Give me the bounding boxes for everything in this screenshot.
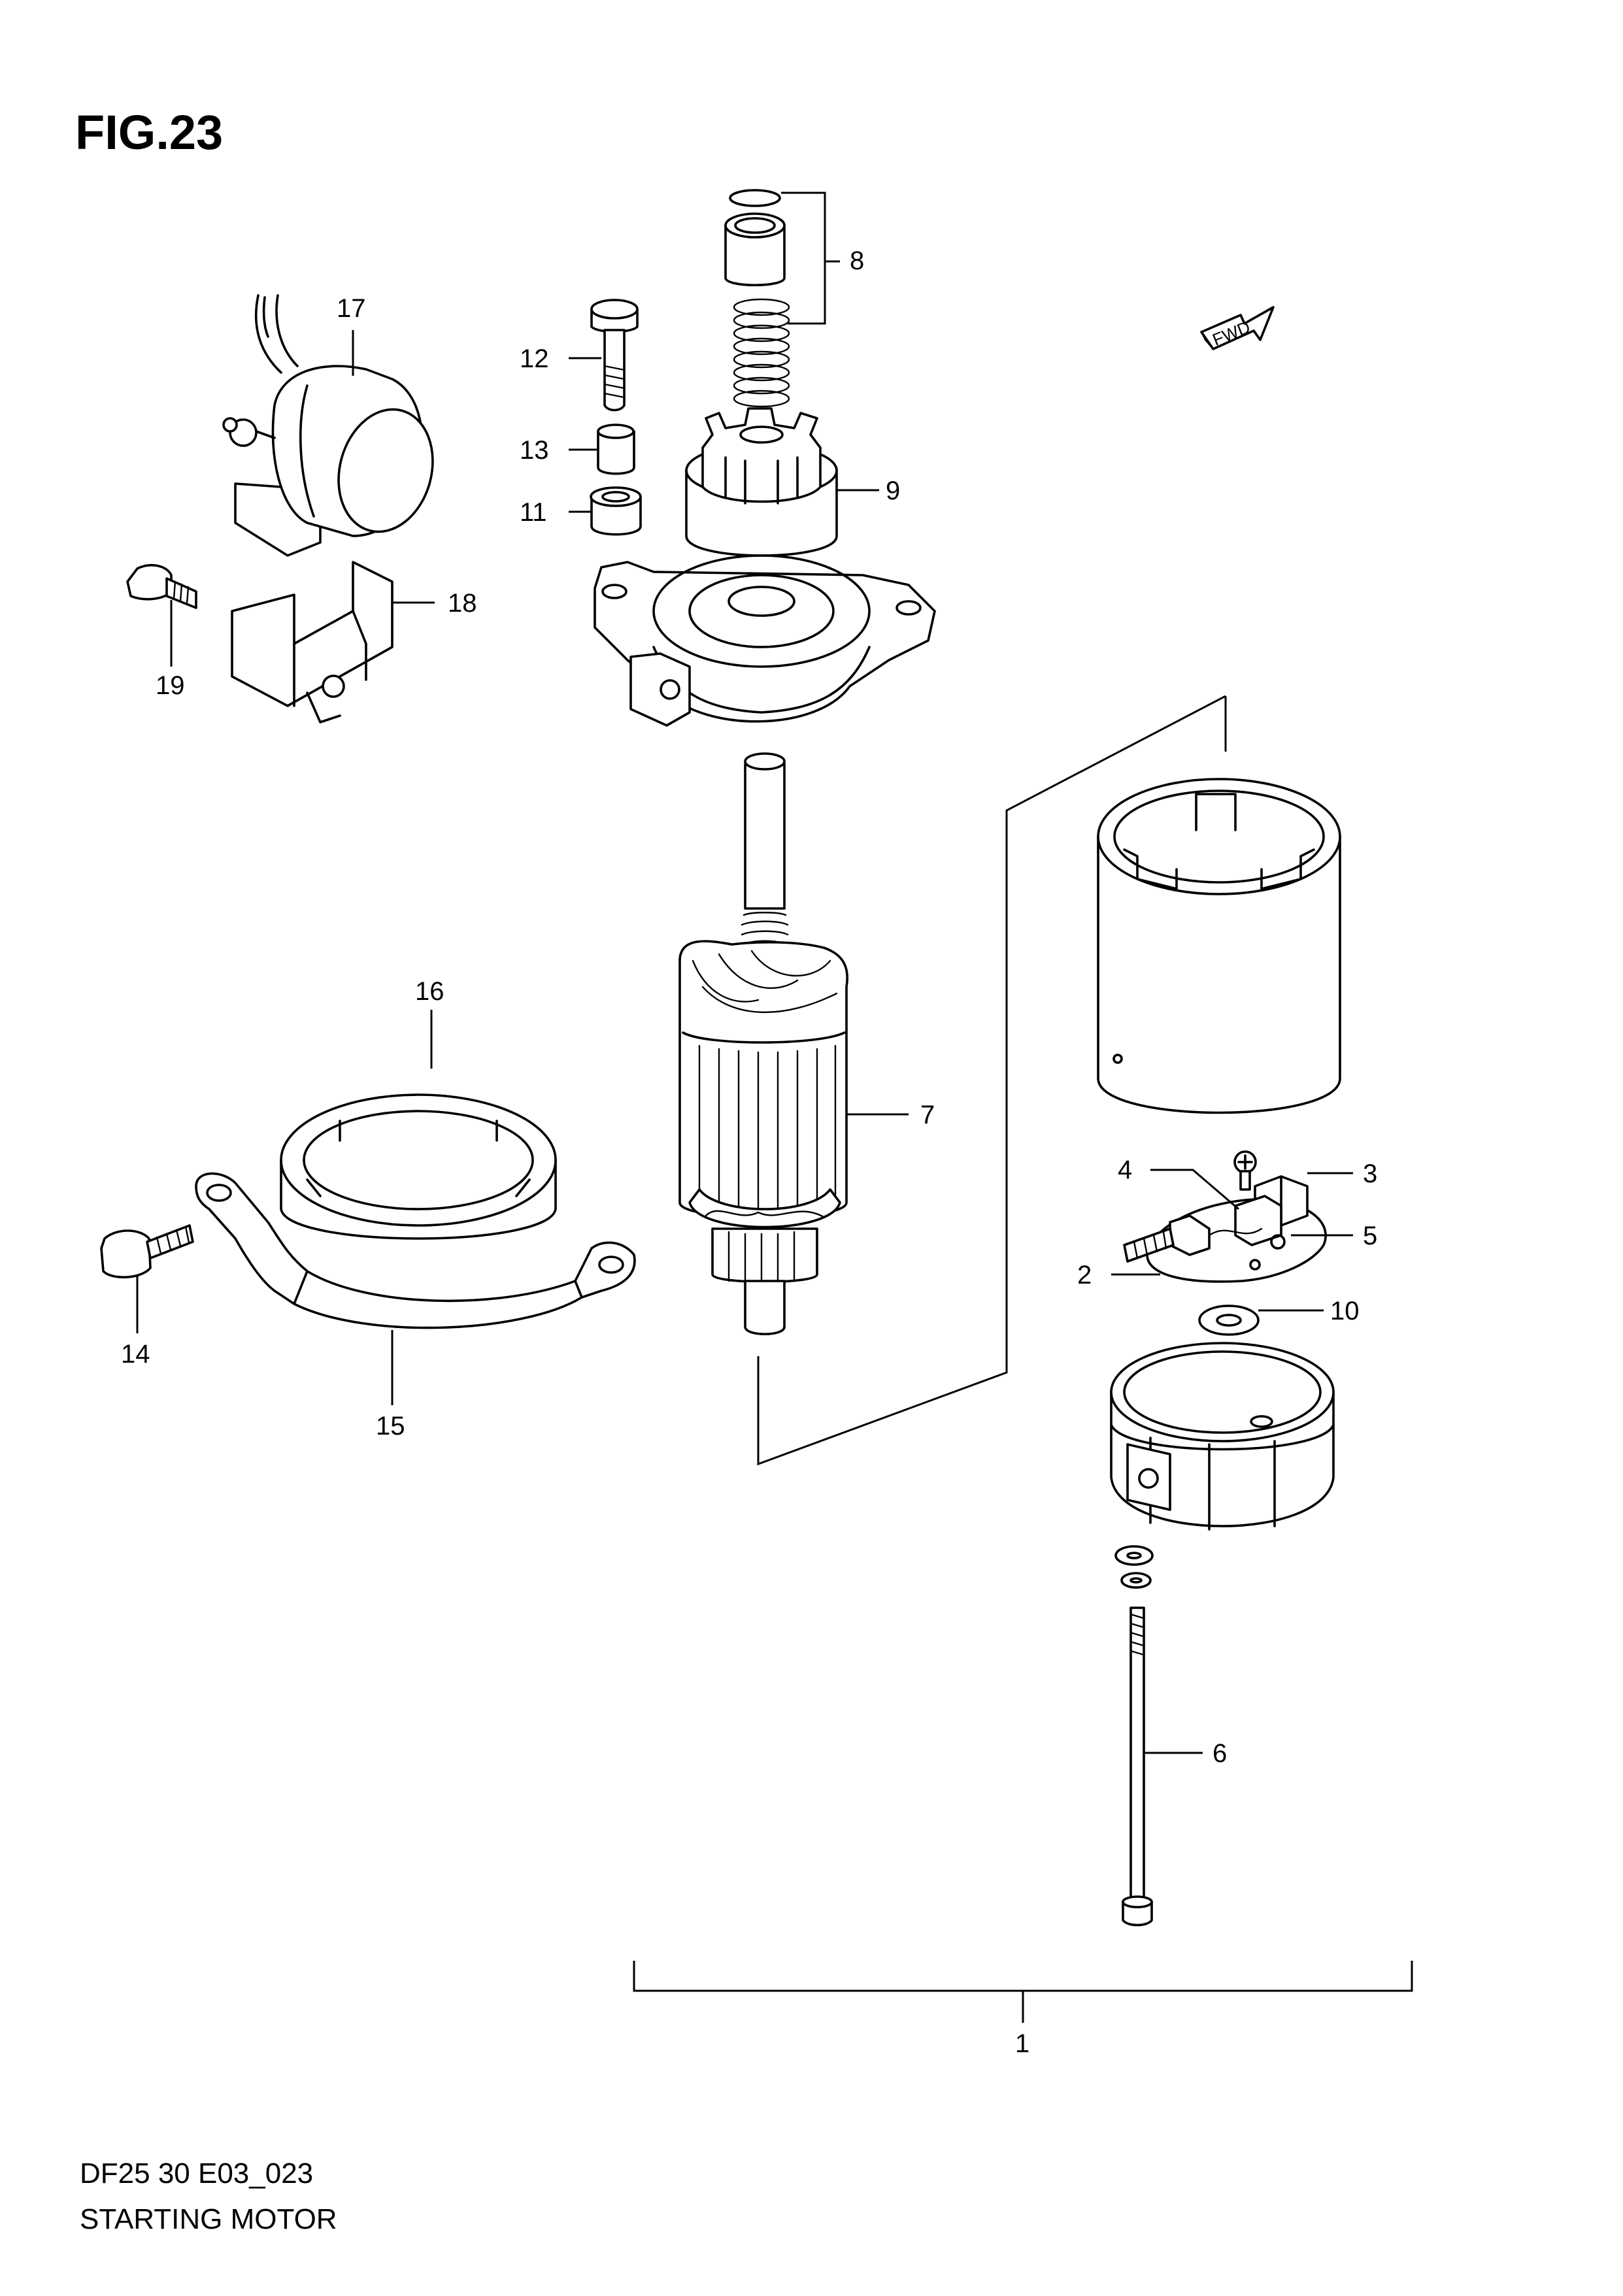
callout-11: 11 [520,498,547,527]
callout-6: 6 [1213,1739,1227,1768]
callout-19: 19 [156,671,185,700]
bolt-part-14 [100,1224,194,1278]
figure-caption: STARTING MOTOR [80,2203,337,2235]
drive-pinion-part [685,407,838,557]
commutator-end-cover-part [1110,1342,1335,1531]
solenoid-bracket-part [231,561,393,724]
callout-5: 5 [1363,1222,1377,1250]
callout-12: 12 [520,344,549,373]
callout-13: 13 [520,436,549,465]
callout-18: 18 [448,589,477,618]
callout-16: 16 [415,977,444,1006]
callout-1: 1 [1015,2029,1029,2058]
bushing-part-11 [590,486,642,536]
ring-part-16 [280,1093,557,1240]
figure-title: FIG.23 [75,105,223,159]
callout-9: 9 [886,476,900,505]
drawing-code: DF25 30 E03_023 [80,2157,313,2189]
assembly-group-outline [757,695,1227,1466]
through-bolt-part [1122,1606,1153,1927]
bolt-part-12 [590,299,639,412]
callout-4: 4 [1118,1156,1132,1184]
strap-part-15 [195,1172,636,1329]
brush-screw [1233,1150,1257,1191]
callout-3: 3 [1363,1159,1377,1188]
yoke-frame-part [1097,778,1341,1114]
callout-17: 17 [337,294,366,323]
collar-part-13 [597,424,635,475]
callout-15: 15 [376,1412,405,1440]
fwd-arrow-icon: FWD [1200,306,1275,350]
pinion-stop-set-part [724,189,790,408]
callout-7: 7 [920,1101,935,1129]
washer-part-10 [1198,1305,1260,1336]
drive-end-housing-part [594,554,936,727]
callout-labels: 8 12 13 11 9 17 18 19 7 16 15 14 4 3 5 2… [121,246,1377,2058]
callout-10: 10 [1330,1297,1360,1325]
starter-solenoid-part [222,294,434,557]
callout-2: 2 [1077,1261,1092,1289]
callout-14: 14 [121,1340,150,1369]
screw-part-19 [126,564,197,609]
armature-part [678,752,848,1336]
callout-8: 8 [850,246,864,275]
brush-holder-part [1123,1175,1327,1283]
leader-lines [136,191,1413,2023]
lock-washer-part [1114,1545,1154,1589]
